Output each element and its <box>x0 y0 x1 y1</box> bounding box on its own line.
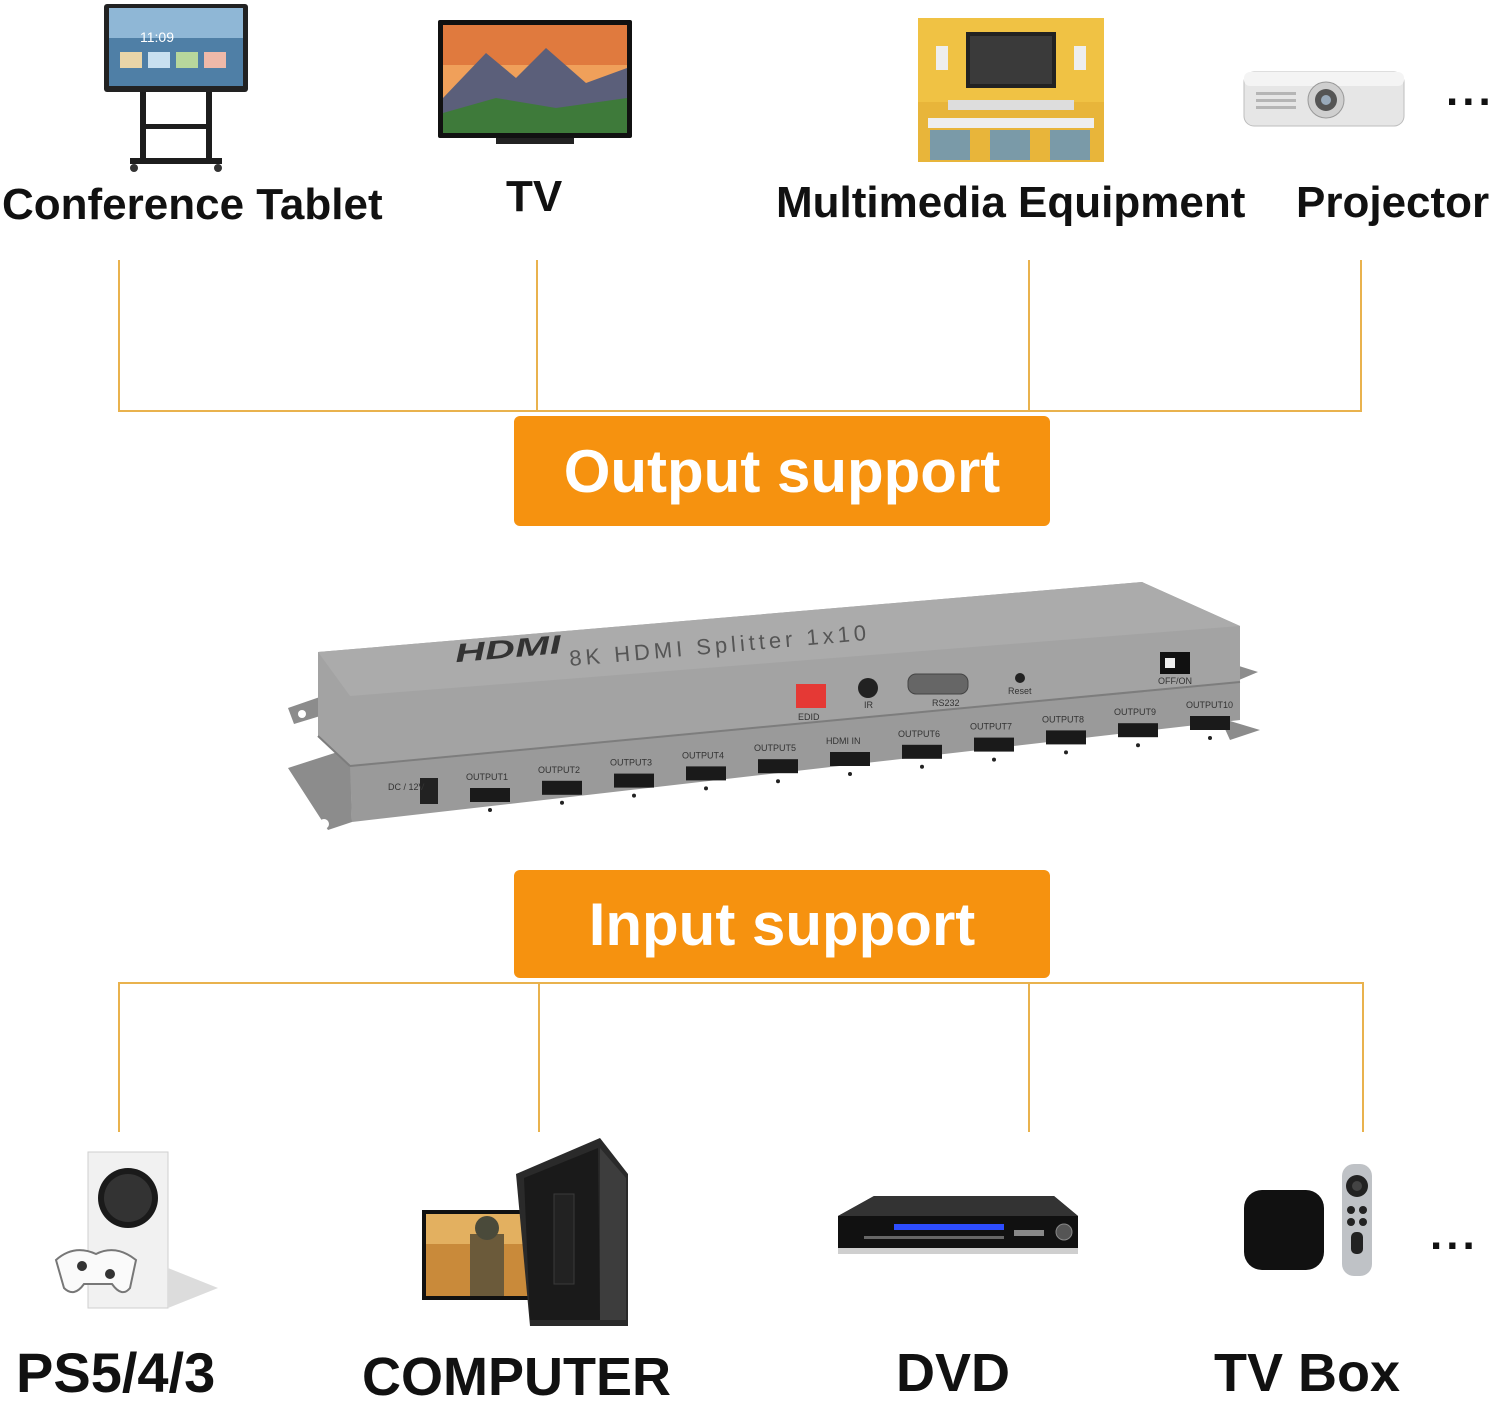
computer-icon <box>422 1138 628 1326</box>
port-indicator <box>992 757 996 762</box>
connector-line <box>536 260 538 412</box>
port-indicator <box>776 779 780 784</box>
connector-line <box>538 982 540 1132</box>
port-label: OUTPUT2 <box>538 765 580 775</box>
port-label: OUTPUT4 <box>682 750 724 760</box>
more-outputs-ellipsis: ... <box>1446 66 1495 115</box>
tv-icon <box>438 20 632 144</box>
multimedia-room-icon <box>918 18 1104 162</box>
port-label: OUTPUT9 <box>1114 707 1156 717</box>
port-indicator <box>1208 736 1212 740</box>
input-device-label: DVD <box>896 1343 1011 1403</box>
connector-line <box>118 982 120 1132</box>
hdmi-port <box>1118 723 1158 738</box>
dvd-player-icon <box>838 1196 1078 1254</box>
input-device-label: PS5/4/3 <box>16 1341 216 1404</box>
more-inputs-ellipsis: ... <box>1430 1210 1479 1259</box>
tv-box-icon <box>1244 1164 1372 1276</box>
port-label: IR <box>864 700 874 710</box>
connector-line <box>1028 260 1030 412</box>
port-indicator <box>560 800 564 805</box>
connector-line <box>118 410 1362 412</box>
output-device-label: Conference Tablet <box>2 180 383 229</box>
output-device-label: Projector <box>1296 178 1490 227</box>
input-device-label: COMPUTER <box>362 1347 671 1407</box>
svg-text:11:09: 11:09 <box>140 29 174 45</box>
port-label: OUTPUT10 <box>1186 700 1233 710</box>
connector-line <box>118 982 1364 984</box>
front-ports-group: OUTPUT1 OUTPUT2 OUTPUT3 OUTPUT4 OUTPUT5 HDMI … <box>466 700 1233 812</box>
port-label: Reset <box>1008 686 1032 696</box>
hdmi-port <box>542 780 582 795</box>
port-indicator <box>704 786 708 791</box>
hdmi-port <box>1190 716 1230 730</box>
port-indicator <box>632 793 636 798</box>
hdmi-port <box>902 744 942 759</box>
port-label: OUTPUT5 <box>754 743 796 753</box>
port-indicator <box>848 772 852 776</box>
game-console-icon <box>54 1151 218 1309</box>
conference-tablet-icon: 11:09 <box>104 4 248 172</box>
connector-line <box>118 260 120 412</box>
connector-line <box>1028 982 1030 1132</box>
hdmi-port <box>830 752 870 766</box>
connector-line <box>1360 260 1362 412</box>
hdmi-port <box>1046 730 1086 745</box>
hdmi-port <box>974 737 1014 752</box>
port-label: RS232 <box>932 698 960 708</box>
port-indicator <box>1136 743 1140 748</box>
projector-icon <box>1243 71 1405 127</box>
output-device-label: TV <box>506 172 563 221</box>
port-label: EDID <box>798 712 820 722</box>
port-label: OUTPUT6 <box>898 729 940 739</box>
output-device-label: Multimedia Equipment <box>776 178 1246 227</box>
hdmi-splitter-device: HDMI 8K HDMI Splitter 1x10 EDID IR RS232… <box>288 582 1260 830</box>
hdmi-port <box>614 773 654 788</box>
port-label: HDMI IN <box>826 736 861 746</box>
port-indicator <box>920 764 924 769</box>
port-label: OFF/ON <box>1158 676 1192 686</box>
port-label: OUTPUT7 <box>970 722 1012 732</box>
input-support-banner: Input support <box>514 870 1050 978</box>
output-support-banner: Output support <box>514 416 1050 526</box>
power-label: DC / 12V <box>388 782 425 792</box>
port-label: OUTPUT8 <box>1042 714 1084 724</box>
hdmi-port <box>470 788 510 802</box>
port-indicator <box>1064 750 1068 755</box>
input-device-label: TV Box <box>1214 1343 1401 1403</box>
port-label: OUTPUT3 <box>610 758 652 768</box>
hdmi-port <box>686 766 726 781</box>
hdmi-port <box>758 759 798 774</box>
port-label: OUTPUT1 <box>466 772 508 782</box>
connector-line <box>1362 982 1364 1132</box>
port-indicator <box>488 808 492 812</box>
